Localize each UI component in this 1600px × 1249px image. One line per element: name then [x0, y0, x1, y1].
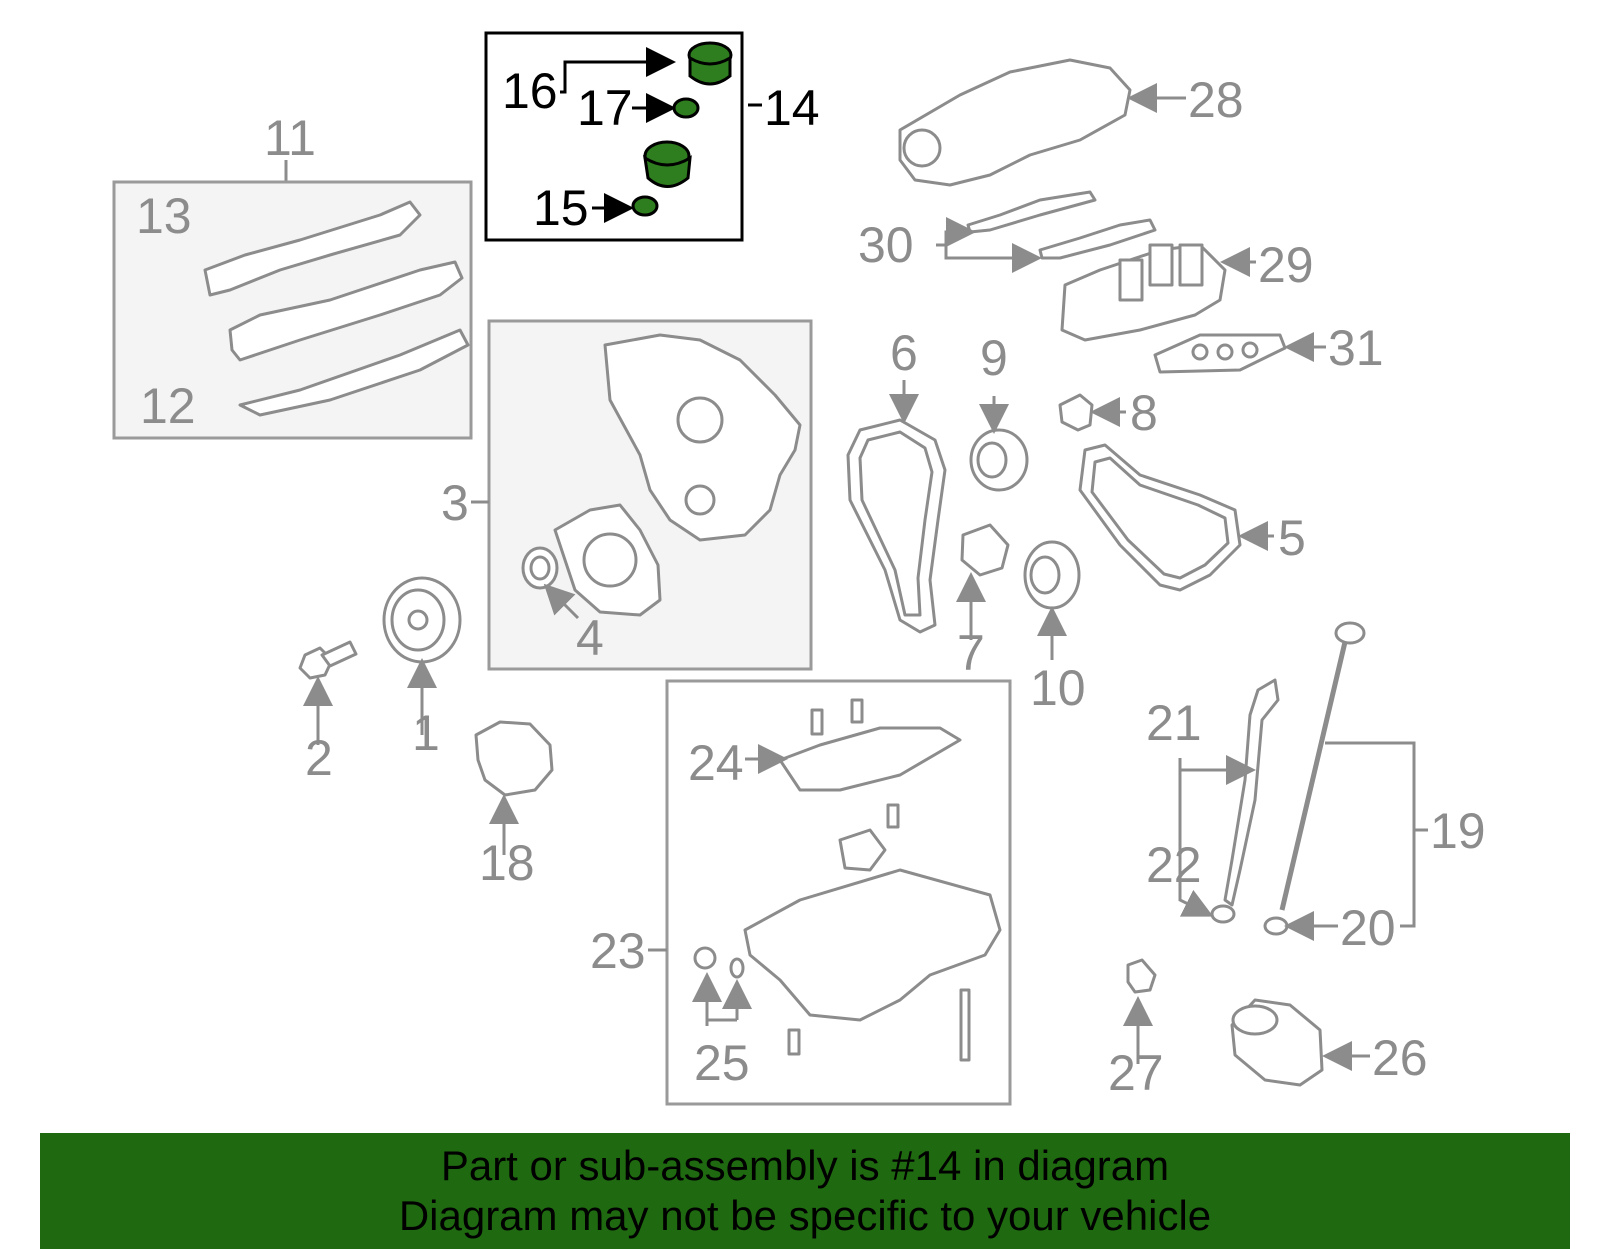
- part-7-guide: [956, 523, 1010, 640]
- callout-24: 24: [688, 735, 744, 791]
- part-28-intake-manifold: [898, 58, 1186, 187]
- callout-14[interactable]: 14: [764, 80, 820, 136]
- oil-pump-pickup: [838, 828, 887, 872]
- callout-15: 15: [533, 180, 589, 236]
- group-3-timing-cover: [471, 319, 813, 671]
- part-29-intake-runners: [1060, 243, 1256, 342]
- callout-3: 3: [441, 475, 469, 531]
- callout-17: 17: [577, 80, 633, 136]
- callout-5: 5: [1278, 510, 1306, 566]
- callout-30: 30: [858, 217, 914, 273]
- part-17-seal: [672, 97, 700, 119]
- banner-line-2: Diagram may not be specific to your vehi…: [398, 1192, 1212, 1239]
- callout-2: 2: [305, 730, 333, 786]
- part-13-shield: [203, 200, 422, 297]
- part-22-oring: [1210, 904, 1236, 924]
- part-6-timing-chain: [846, 380, 947, 634]
- part-1-pulley: [382, 576, 462, 735]
- part-cover-upper: [228, 260, 464, 362]
- callout-22: 22: [1146, 837, 1202, 893]
- part-10-sprocket: [1023, 540, 1081, 660]
- callout-29: 29: [1258, 237, 1314, 293]
- callout-26: 26: [1372, 1030, 1428, 1086]
- part-15-seal: [631, 195, 659, 217]
- part-20-dipstick: [1263, 621, 1428, 941]
- callout-16: 16: [502, 63, 558, 119]
- callout-12: 12: [140, 378, 196, 434]
- part-8-tensioner: [1058, 393, 1126, 432]
- callout-8: 8: [1130, 385, 1158, 441]
- callout-7: 7: [957, 625, 985, 681]
- callout-28: 28: [1188, 72, 1244, 128]
- part-30-gaskets: [936, 190, 1157, 273]
- callout-20: 20: [1340, 900, 1396, 956]
- part-31-gasket: [1153, 332, 1326, 374]
- part-5-timing-chain: [1078, 443, 1274, 592]
- callout-9: 9: [980, 330, 1008, 386]
- part-2-bolt: [298, 640, 358, 745]
- callout-18: 18: [479, 835, 535, 891]
- callout-23: 23: [590, 923, 646, 979]
- callout-1: 1: [412, 705, 440, 761]
- callout-27: 27: [1108, 1045, 1164, 1101]
- part-27-sensor: [1123, 958, 1157, 1064]
- callout-4: 4: [576, 610, 604, 666]
- callout-21: 21: [1146, 695, 1202, 751]
- callout-19: 19: [1430, 803, 1486, 859]
- callout-6: 6: [890, 325, 918, 381]
- group-14-highlight-box: [484, 31, 762, 242]
- part-12-cover-lower: [238, 328, 470, 417]
- footer-banner: Part or sub-assembly is #14 in diagram D…: [40, 1133, 1570, 1249]
- part-26-oil-filter: [1230, 998, 1370, 1087]
- group-23-oil-pan: [648, 679, 1012, 1106]
- part-9-sprocket: [969, 396, 1029, 492]
- part-21-dipstick-tube: [1178, 678, 1280, 924]
- callout-25: 25: [694, 1035, 750, 1091]
- callout-10: 10: [1030, 660, 1086, 716]
- group-11-cover-assembly: [112, 160, 473, 440]
- part-18-water-pump: [474, 720, 554, 855]
- callout-31: 31: [1328, 320, 1384, 376]
- part-24-windage-tray: [778, 726, 962, 792]
- oil-pan: [743, 868, 1002, 1022]
- banner-line-1: Part or sub-assembly is #14 in diagram: [440, 1142, 1170, 1189]
- callout-11: 11: [264, 110, 316, 166]
- callout-13: 13: [136, 188, 192, 244]
